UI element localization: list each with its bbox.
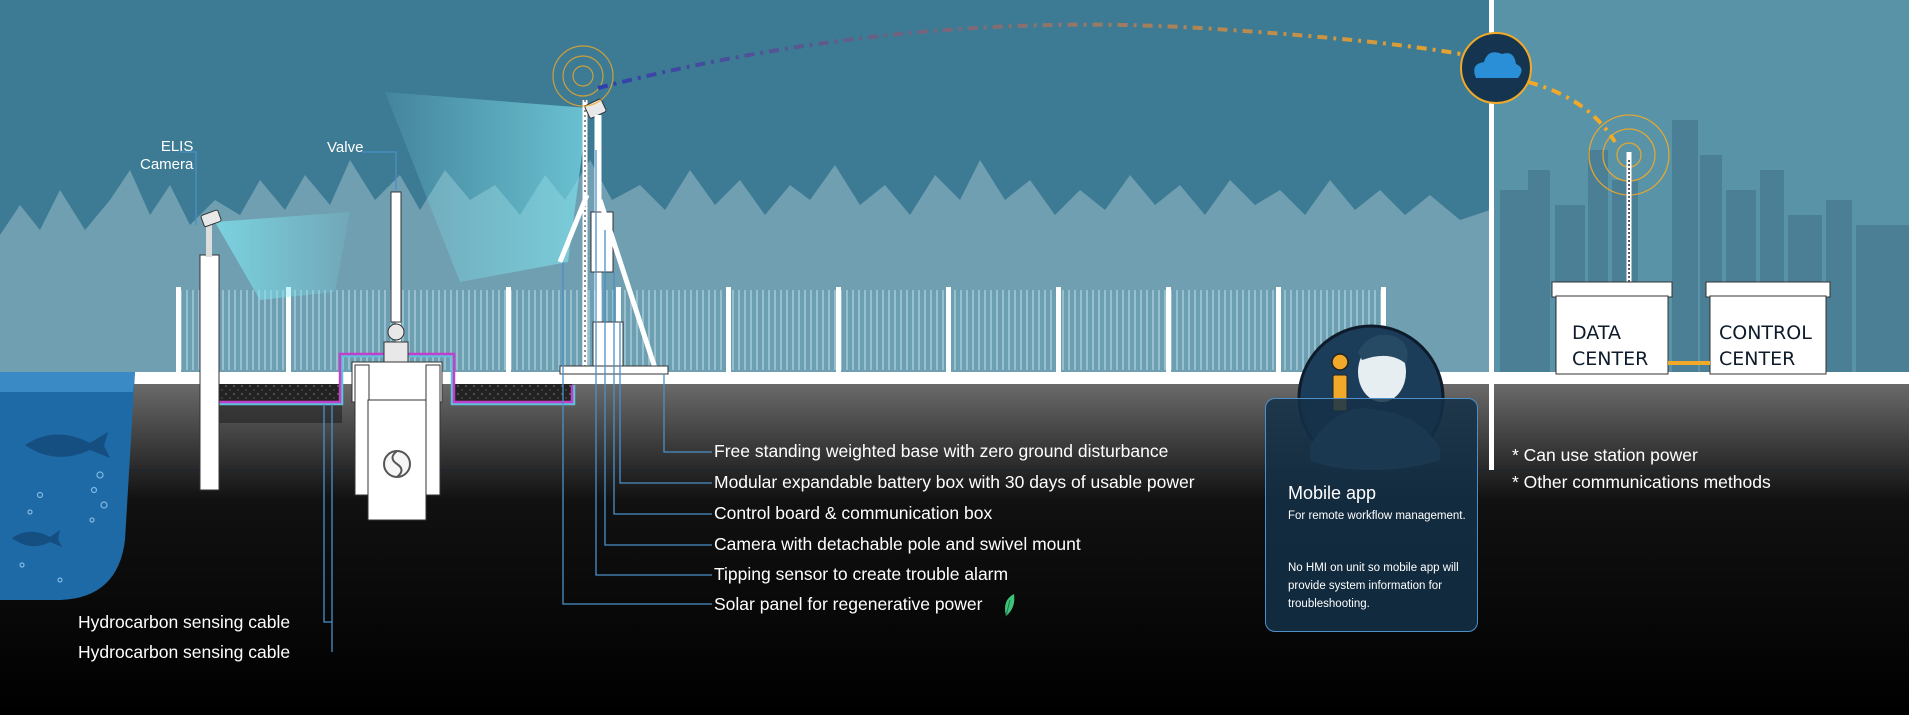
bubbles bbox=[19, 471, 108, 583]
elis-camera-unit bbox=[199, 209, 350, 491]
data-center-line1: DATA bbox=[1572, 322, 1621, 344]
feature-battery-box: Modular expandable battery box with 30 d… bbox=[714, 472, 1195, 492]
control-center-line1: CONTROL bbox=[1719, 322, 1812, 344]
feature-camera-pole: Camera with detachable pole and swivel m… bbox=[714, 534, 1081, 554]
note-station-power: * Can use station power bbox=[1512, 445, 1698, 465]
control-center-line2: CENTER bbox=[1719, 348, 1796, 370]
wireless-link-2 bbox=[1527, 80, 1617, 144]
feature-tipping-sensor: Tipping sensor to create trouble alarm bbox=[714, 564, 1009, 584]
data-center-line2: CENTER bbox=[1572, 348, 1649, 370]
fish-icon bbox=[12, 432, 110, 547]
cloud-icon bbox=[1460, 32, 1532, 104]
antenna-icon bbox=[552, 45, 614, 107]
data-center-tower bbox=[1551, 114, 1831, 375]
note-communications: * Other communications methods bbox=[1512, 472, 1771, 492]
data-center-label: DATA CENTER bbox=[1572, 320, 1648, 372]
mobile-app-description-2: No HMI on unit so mobile app will provid… bbox=[1288, 562, 1459, 610]
valve-label: Valve bbox=[327, 139, 364, 156]
leaf-icon bbox=[1005, 594, 1015, 617]
elis-label-line1: ELIS bbox=[160, 138, 194, 155]
elis-label-line2: Camera bbox=[140, 156, 194, 173]
valve-assembly bbox=[351, 191, 443, 521]
cable-label-1: Hydrocarbon sensing cable bbox=[78, 612, 291, 632]
fence bbox=[178, 290, 1383, 370]
feature-control-board: Control board & communication box bbox=[714, 503, 993, 523]
wireless-link bbox=[597, 22, 1501, 90]
mobile-app-description-1: For remote workflow management. bbox=[1288, 510, 1466, 522]
section-divider bbox=[1489, 0, 1494, 470]
mobile-app-title: Mobile app bbox=[1288, 483, 1377, 503]
ground bbox=[0, 384, 1909, 715]
control-center-label: CONTROL CENTER bbox=[1719, 320, 1812, 372]
feature-weighted-base: Free standing weighted base with zero gr… bbox=[714, 441, 1169, 461]
elis-camera-label: ELIS Camera bbox=[140, 138, 193, 174]
cable-label-2: Hydrocarbon sensing cable bbox=[78, 642, 291, 662]
leader-lines bbox=[180, 150, 712, 652]
feature-solar-panel: Solar panel for regenerative power bbox=[714, 594, 983, 614]
mobile-app-card: Mobile app For remote workflow managemen… bbox=[1265, 398, 1478, 632]
